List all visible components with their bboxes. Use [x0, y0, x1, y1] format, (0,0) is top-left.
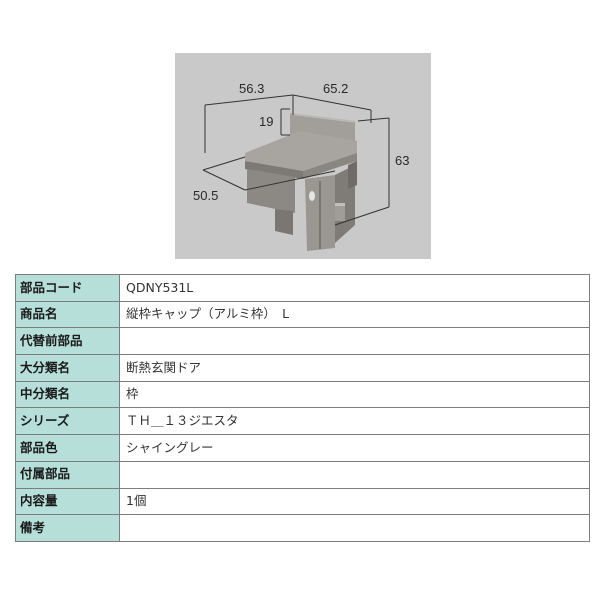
- table-row-quantity: 内容量 1個: [15, 487, 590, 516]
- table-row-replaced-part: 代替前部品: [15, 327, 590, 356]
- dimension-total-height: 63: [395, 153, 410, 168]
- row-label: 備考: [15, 514, 120, 542]
- table-row-accessory-parts: 付属部品: [15, 460, 590, 489]
- dimension-flange-height: 19: [259, 114, 274, 129]
- dimension-depth-top: 56.3: [239, 81, 265, 96]
- row-value: 枠: [119, 380, 590, 409]
- row-value: 縦枠キャップ（アルミ枠） L: [119, 300, 590, 329]
- row-value: [119, 514, 590, 542]
- row-value: [119, 327, 590, 356]
- row-label: 中分類名: [15, 380, 120, 409]
- spec-table: 部品コード QDNY531L 商品名 縦枠キャップ（アルミ枠） L 代替前部品 …: [15, 274, 590, 542]
- row-value: 1個: [119, 487, 590, 516]
- row-value: 断熱玄関ドア: [119, 354, 590, 382]
- row-label: 内容量: [15, 487, 120, 516]
- row-label: 代替前部品: [15, 327, 120, 356]
- row-label: 部品コード: [15, 274, 120, 302]
- dimension-width-top: 65.2: [323, 81, 349, 96]
- row-value: QDNY531L: [119, 274, 590, 302]
- table-row-remarks: 備考: [15, 514, 590, 542]
- table-row-series: シリーズ ＴＨ＿１３ジエスタ: [15, 407, 590, 436]
- row-value: ＴＨ＿１３ジエスタ: [119, 407, 590, 436]
- row-label: 付属部品: [15, 460, 120, 489]
- table-row-middle-category: 中分類名 枠: [15, 380, 590, 409]
- product-image: 56.3 65.2 19 63 50.5: [175, 53, 431, 259]
- part-drawing: [202, 94, 390, 251]
- row-value: [119, 460, 590, 489]
- table-row-part-color: 部品色 シャイングレー: [15, 434, 590, 462]
- row-label: 大分類名: [15, 354, 120, 382]
- row-label: シリーズ: [15, 407, 120, 436]
- table-row-part-code: 部品コード QDNY531L: [15, 274, 590, 302]
- table-row-major-category: 大分類名 断熱玄関ドア: [15, 354, 590, 382]
- row-label: 商品名: [15, 300, 120, 329]
- row-label: 部品色: [15, 434, 120, 462]
- row-value: シャイングレー: [119, 434, 590, 462]
- dimension-depth-left: 50.5: [193, 188, 219, 203]
- table-row-product-name: 商品名 縦枠キャップ（アルミ枠） L: [15, 300, 590, 329]
